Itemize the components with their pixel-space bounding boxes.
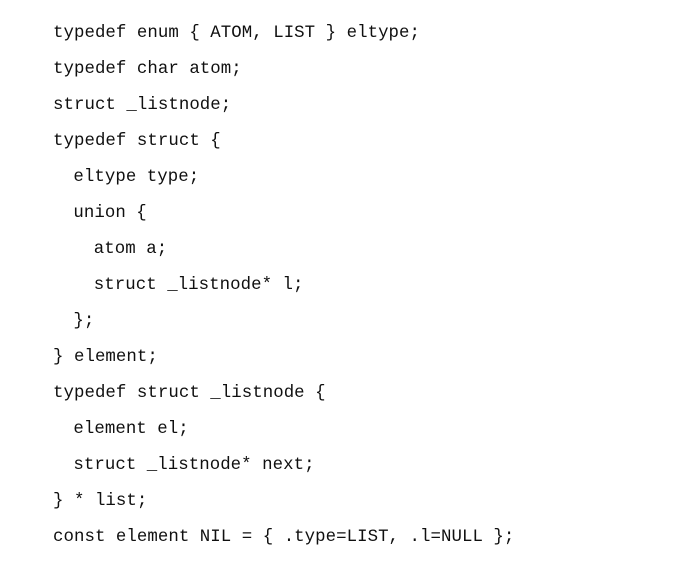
code-line: } element; [53,348,158,367]
code-line: element el; [73,420,189,439]
code-line: struct _listnode; [53,96,232,115]
code-line: typedef struct { [53,132,221,151]
code-line: atom a; [93,240,168,259]
code-line: union { [73,204,147,223]
code-line: typedef struct _listnode { [53,384,326,403]
code-line: struct _listnode* l; [93,276,304,295]
code-line: struct _listnode* next; [73,456,315,475]
code-line: } * list; [53,492,148,511]
code-line: typedef char atom; [53,60,242,79]
code-line: }; [73,312,95,331]
code-line: eltype type; [73,168,200,187]
code-line: const element NIL = { .type=LIST, .l=NUL… [53,528,515,547]
code-line: typedef enum { ATOM, LIST } eltype; [53,24,421,43]
